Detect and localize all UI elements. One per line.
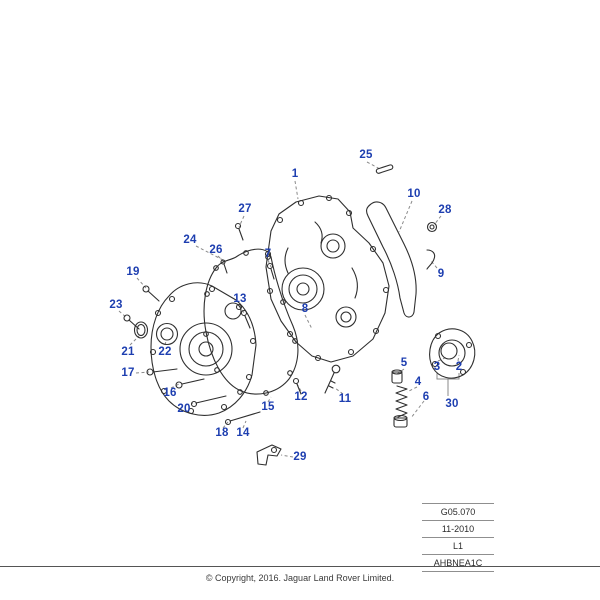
callout-29: 29 [293,451,307,463]
part-bolt-13 [240,309,251,329]
part-bolt-26 [220,259,228,274]
callout-21: 21 [121,346,135,358]
part-stud-18 [224,411,261,426]
callout-25: 25 [359,149,373,161]
part-bolt-12 [292,377,302,395]
callout-9: 9 [437,268,445,280]
part-spring [395,385,408,418]
callout-27: 27 [238,203,252,215]
part-plug [393,414,408,428]
callout-23: 23 [109,299,123,311]
callout-12: 12 [294,391,308,403]
callout-30: 30 [445,398,459,410]
callout-20: 20 [177,403,191,415]
ref-figure-code: G05.070 [422,504,494,521]
part-oil-pump [429,328,476,379]
callout-6: 6 [422,391,430,403]
callout-8: 8 [301,303,309,315]
copyright-text: © Copyright, 2016. Jaguar Land Rover Lim… [205,573,395,583]
part-side-gasket [366,201,417,318]
part-dowel-pin [375,164,394,174]
callout-7: 7 [264,248,272,260]
footer-divider [0,566,600,567]
part-bolt-19 [142,285,160,302]
part-stud-7 [266,262,275,280]
callout-11: 11 [338,393,352,405]
group-bracket-30 [436,373,460,396]
callout-15: 15 [261,401,275,413]
callout-18: 18 [215,427,229,439]
callout-5: 5 [400,357,408,369]
part-plunger [391,369,403,384]
callout-2: 2 [455,361,463,373]
callout-17: 17 [121,367,135,379]
callout-14: 14 [236,427,250,439]
callout-3: 3 [433,361,441,373]
callout-19: 19 [126,266,140,278]
part-bolt-17 [146,368,178,376]
part-bolt-27 [234,222,244,241]
callout-26: 26 [209,244,223,256]
part-front-cover [149,282,257,416]
part-bracket [256,444,282,466]
part-flanged-nut [426,221,438,233]
part-o-ring [133,321,149,339]
part-bolt-16 [175,378,205,389]
callout-13: 13 [233,293,247,305]
callout-10: 10 [407,188,421,200]
part-seal [155,322,179,346]
callout-24: 24 [183,234,197,246]
part-clip [426,249,436,270]
callout-22: 22 [158,346,172,358]
part-bolt-23 [123,314,140,330]
reference-box: G05.070 11-2010 L1 AHBNEA1C [422,503,494,572]
callout-28: 28 [438,204,452,216]
callout-4: 4 [414,376,422,388]
ref-date: 11-2010 [422,521,494,538]
callout-1: 1 [291,168,299,180]
part-timing-cover [264,194,390,363]
callout-16: 16 [163,387,177,399]
part-stud-20 [190,395,227,408]
part-bolt-11 [324,364,341,394]
ref-id: AHBNEA1C [422,555,494,572]
ref-level: L1 [422,538,494,555]
